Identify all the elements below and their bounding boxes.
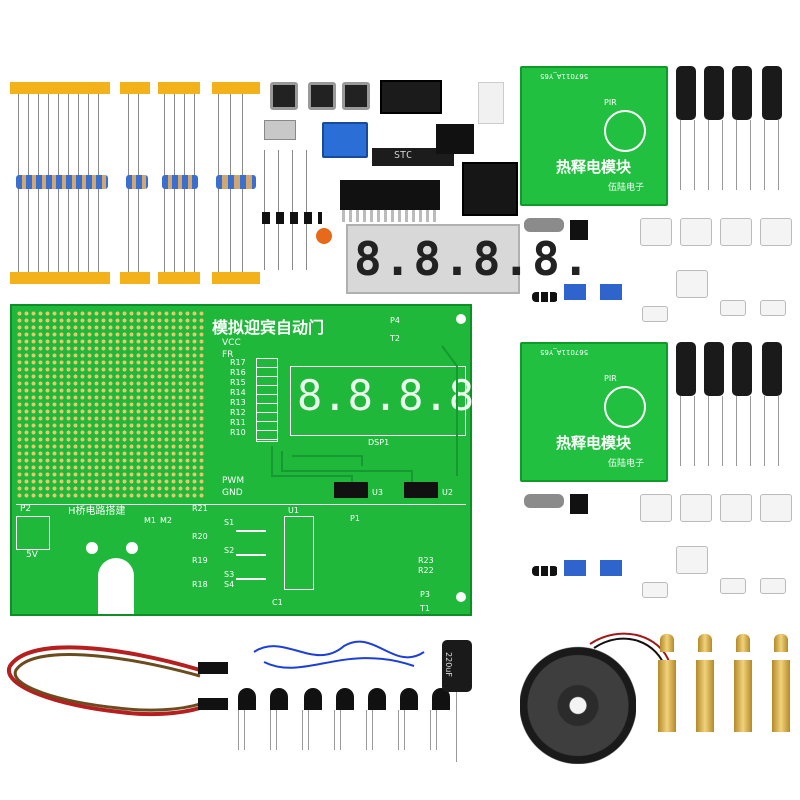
u1-label: U1 — [288, 506, 299, 515]
mount-hole-4 — [456, 592, 466, 602]
pir-title-2: 热释电模块 — [556, 434, 632, 452]
p4-label: P4 — [390, 316, 400, 325]
p1-label: P1 — [350, 514, 360, 523]
fr-label: FR — [222, 350, 234, 360]
r23-label: R23 — [418, 556, 434, 565]
prototype-area — [16, 310, 206, 500]
pir-module-1: 567011A_Y65 PIR 热释电模块 伍陆电子 — [520, 66, 668, 206]
screw-terminal — [322, 122, 368, 158]
u2-chip — [404, 482, 438, 498]
m1-label: M1 — [144, 516, 156, 525]
u1-outline — [284, 516, 314, 590]
push-button-3 — [342, 82, 370, 110]
seven-segment-display: 8.8.8.8. — [346, 224, 590, 294]
trim-pot-2a — [564, 560, 586, 576]
gear-motor — [520, 634, 636, 764]
m2-label: M2 — [160, 516, 172, 525]
pir-sensor-2 — [524, 494, 564, 508]
t1-label: T1 — [420, 604, 430, 613]
display-digits: 8.8.8.8. — [354, 232, 592, 286]
trim-pot-1b — [600, 284, 622, 300]
pir-sensor-pad — [604, 110, 646, 152]
blue-wire — [253, 640, 425, 669]
ic-socket — [380, 80, 442, 114]
trim-pot-2b — [600, 560, 622, 576]
mount-hole-2 — [126, 542, 138, 554]
r22-label: R22 — [418, 566, 434, 575]
p2-label: P2 — [20, 504, 32, 514]
resistor-label-column: R17 R16 R15 R14 R13 R12 R11 R10 — [230, 358, 246, 437]
u3-chip — [334, 482, 368, 498]
chip-label: STC — [394, 150, 413, 161]
u2-label: U2 — [442, 488, 453, 497]
p3-label: P3 — [420, 590, 430, 599]
push-button-2 — [308, 82, 336, 110]
pwm-label: PWM — [222, 476, 245, 486]
pir-sensor-pad — [604, 386, 646, 428]
motor-cutout — [98, 558, 134, 614]
mount-hole-3 — [456, 314, 466, 324]
capacitor-label: 220uF — [443, 652, 453, 677]
small-chip-2 — [570, 494, 588, 514]
pir-brand-2: 伍陆电子 — [608, 459, 645, 469]
gnd-label: GND — [222, 488, 243, 498]
slide-switch — [264, 120, 296, 140]
mount-hole-1 — [86, 542, 98, 554]
pin-header-1 — [436, 124, 474, 154]
small-chip-1 — [570, 220, 588, 240]
big-capacitor: 220uF — [442, 640, 472, 692]
main-pcb: 模拟迎宾自动门 VCC FR PWM GND P4 T2 R17 R16 R15… — [10, 304, 499, 616]
pin-header-2 — [340, 180, 440, 210]
diodes — [264, 150, 320, 270]
5v-label: 5V — [26, 550, 38, 560]
t2-label: T2 — [390, 334, 400, 343]
pir-sensor-1 — [524, 218, 564, 232]
c1-label: C1 — [272, 598, 283, 607]
dsp-label: DSP1 — [368, 438, 390, 447]
dip-chip — [462, 162, 518, 216]
mcu-chip: STC — [372, 148, 454, 166]
white-connector — [478, 82, 504, 124]
vcc-label: VCC — [222, 338, 241, 348]
board-title: 模拟迎宾自动门 — [212, 318, 325, 337]
pir-brand-1: 伍陆电子 — [608, 183, 645, 193]
push-button-1 — [270, 82, 298, 110]
ceramic-capacitor — [316, 228, 332, 244]
display-outline: 8.8.8.8. — [290, 366, 499, 436]
trim-pot-1a — [564, 284, 586, 300]
jumper-wires — [6, 645, 228, 717]
u3-label: U3 — [372, 488, 383, 497]
pir-title-1: 热释电模块 — [556, 158, 632, 176]
hbridge-label: H桥电路搭建 — [68, 506, 126, 517]
pir-module-2: 567011A_Y65 PIR 热释电模块 伍陆电子 — [520, 342, 668, 482]
